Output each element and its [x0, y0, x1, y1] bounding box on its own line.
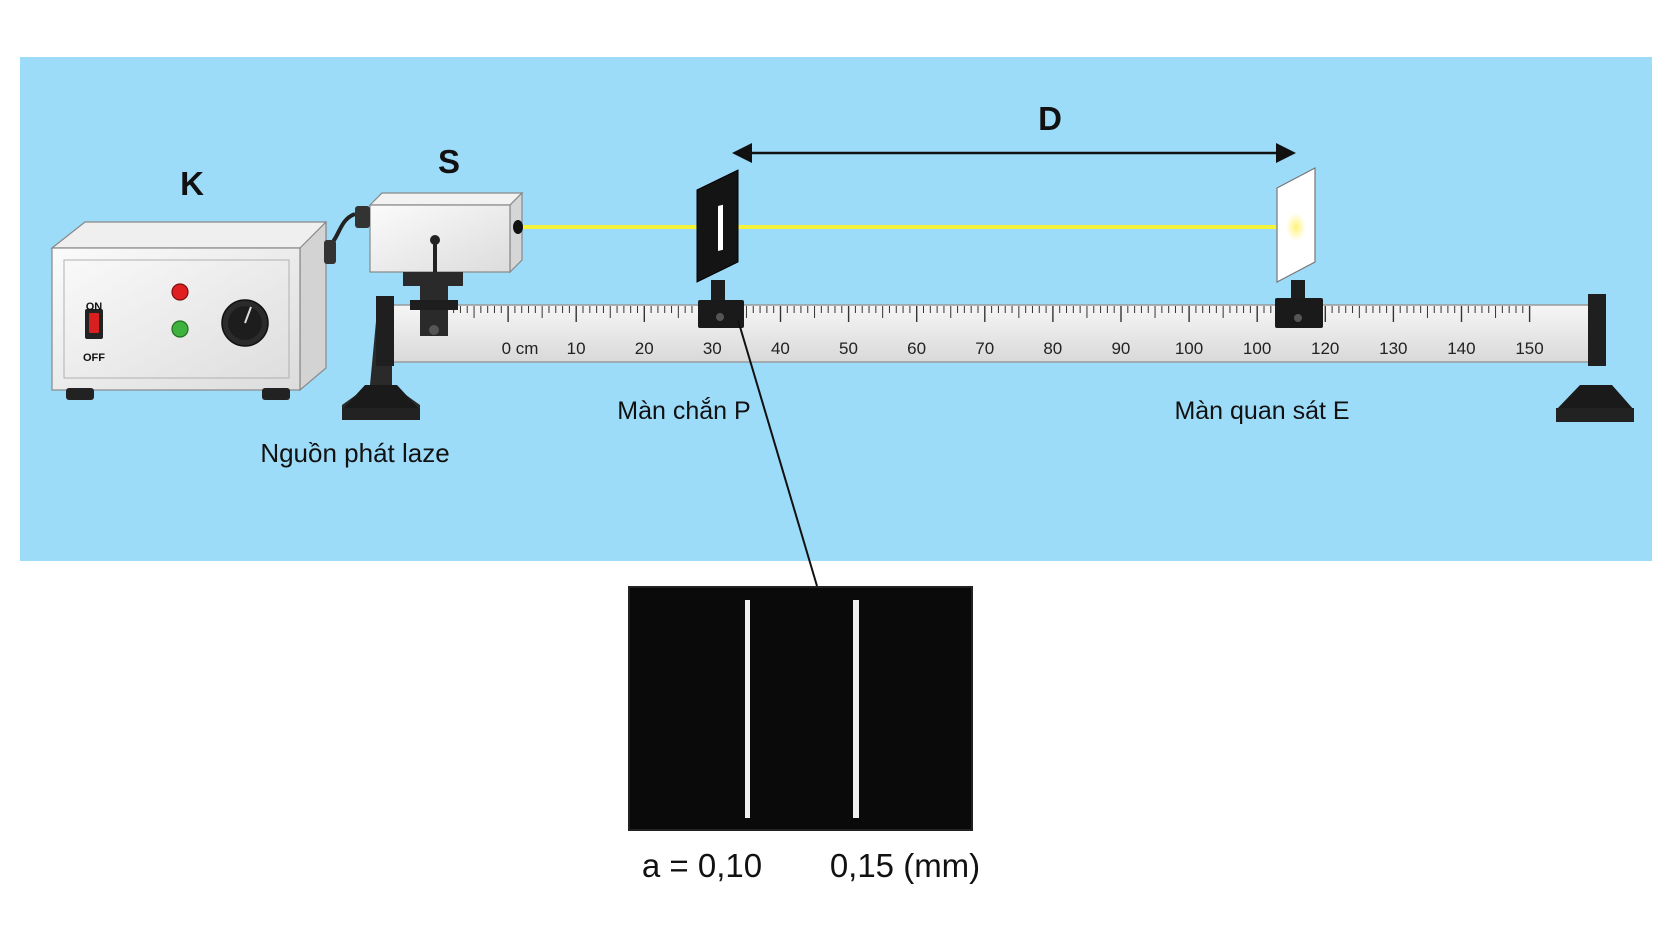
laser-source-caption: Nguồn phát laze	[260, 438, 449, 468]
ruler-tick-label: 0 cm	[502, 339, 539, 358]
slit-inset	[628, 586, 973, 831]
ruler-tick-label: 20	[635, 339, 654, 358]
slit-a	[745, 600, 750, 818]
power-supply-label: K	[180, 165, 204, 202]
ruler-tick-label: 130	[1379, 339, 1407, 358]
switch-off-label: OFF	[83, 352, 105, 364]
observation-screen-label: Màn quan sát E	[1174, 397, 1349, 425]
ruler-tick-label: 140	[1447, 339, 1475, 358]
ruler-tick-label: 80	[1043, 339, 1062, 358]
power-supply-icon	[50, 212, 356, 400]
ruler-tick-label: 120	[1311, 339, 1339, 358]
laser-source-icon	[355, 191, 524, 336]
ruler-tick-label: 100	[1175, 339, 1203, 358]
ruler-tick-label: 60	[907, 339, 926, 358]
ruler-tick-label: 10	[567, 339, 586, 358]
ruler-tick-label: 70	[975, 339, 994, 358]
callout-line	[737, 319, 818, 587]
ruler-tick-label: 30	[703, 339, 722, 358]
slit-width-b-label: 0,15 (mm)	[830, 847, 980, 884]
slit-width-a-label: a = 0,10	[642, 847, 762, 884]
ruler-tick-label: 50	[839, 339, 858, 358]
observation-screen-icon	[1275, 167, 1323, 328]
distance-label: D	[1038, 100, 1062, 137]
switch-on-label: ON	[86, 301, 103, 313]
slit-screen-label: Màn chắn P	[617, 396, 750, 425]
slit-screen-icon	[696, 169, 744, 328]
red-indicator-led-icon	[171, 283, 189, 301]
laser-source-label: S	[438, 143, 460, 180]
double-headed-arrow-icon	[732, 143, 1296, 163]
ruler-tick-label: 150	[1515, 339, 1543, 358]
ruler-tick-label: 40	[771, 339, 790, 358]
green-indicator-led-icon	[171, 320, 189, 338]
slit-b	[853, 600, 859, 818]
ruler-tick-label: 90	[1111, 339, 1130, 358]
ruler-tick-label: 100	[1243, 339, 1271, 358]
